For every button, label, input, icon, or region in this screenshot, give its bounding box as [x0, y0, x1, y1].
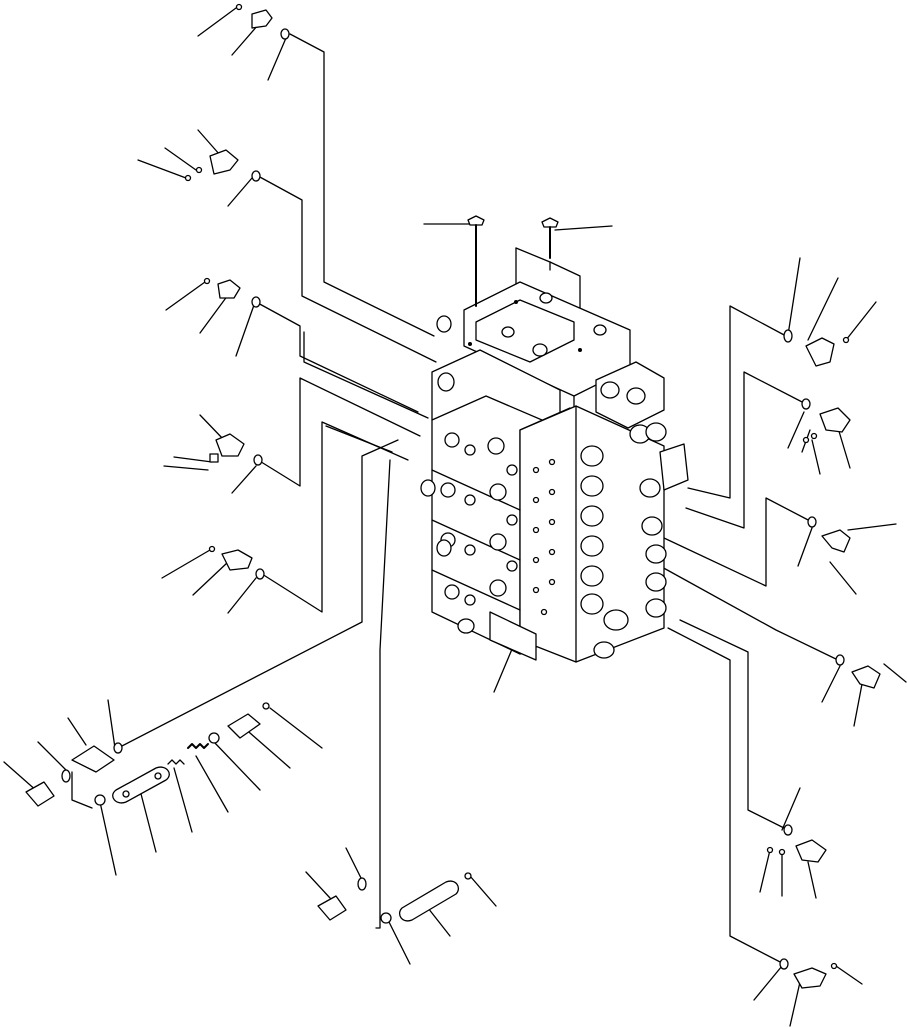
spool-caps: [580, 424, 667, 618]
top-bolts: [467, 215, 559, 307]
leader-lines: [3, 7, 907, 1027]
valve-ports: [440, 432, 518, 606]
fittings-bottom-left: [25, 702, 270, 807]
fittings-left: [184, 3, 290, 580]
hose-routes: [71, 33, 839, 965]
fittings-bottom-middle: [317, 872, 472, 924]
fittings-right: [766, 329, 881, 989]
control-valve-assembly: [420, 281, 689, 663]
centre-face-ports: [532, 458, 556, 616]
